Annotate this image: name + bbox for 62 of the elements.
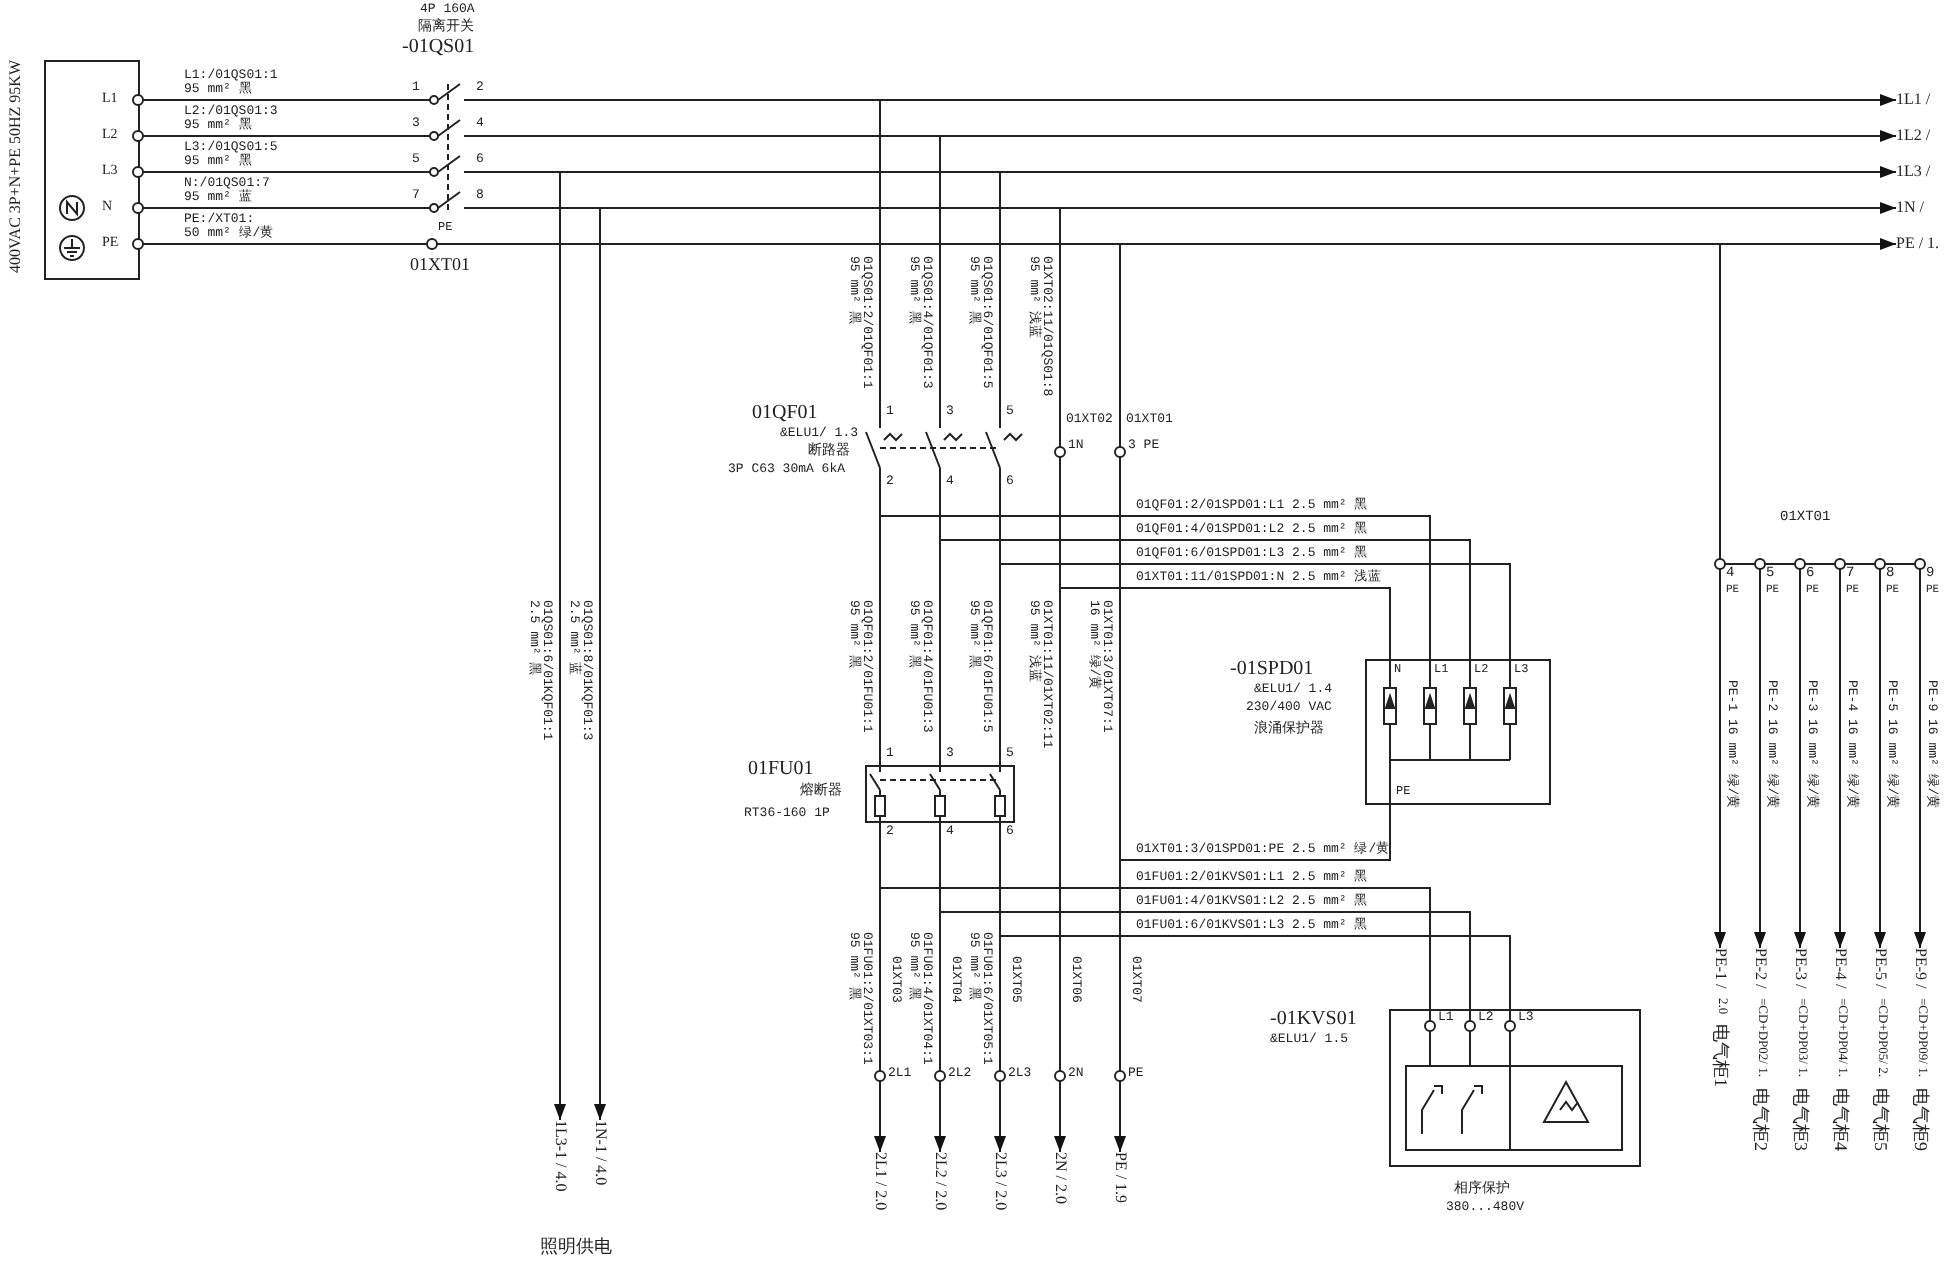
wire: [939, 495, 1471, 661]
arrow: [934, 1091, 946, 1153]
arrow: [499, 207, 606, 1121]
arrow: [1794, 599, 1806, 949]
arrow: [499, 171, 566, 1121]
wire: [139, 243, 411, 245]
arrow: [1714, 599, 1726, 949]
device-tag: 01QF01: [752, 404, 818, 424]
output-reference: 电气柜2: [1751, 1087, 1769, 1151]
output-reference: PE-4 /: [1832, 948, 1848, 989]
output-reference: 1N-1 / 4.0: [592, 1120, 608, 1186]
arrow: [874, 1091, 886, 1153]
output-reference: PE-3 /: [1792, 948, 1808, 989]
arrow: [1834, 599, 1846, 949]
wire: [139, 207, 393, 209]
output-reference: PE-2 /: [1752, 948, 1768, 989]
output-reference: 2L1 / 2.0: [872, 1152, 888, 1211]
output-reference: 2N / 2.0: [1052, 1152, 1068, 1204]
output-reference: PE-5 /: [1872, 948, 1888, 989]
output-reference: 1L1 /: [1896, 92, 1931, 108]
wire: [879, 839, 1431, 1011]
output-reference: PE / 1.9: [1112, 1152, 1128, 1204]
output-reference: 2L2 / 2.0: [932, 1152, 948, 1211]
wire: [499, 99, 881, 405]
circuit-caption: 照明供电: [540, 1240, 612, 1258]
wire: [939, 839, 1471, 1011]
output-reference: PE-9 /: [1912, 948, 1928, 989]
device-tag: 01FU01: [748, 760, 814, 780]
wire: [139, 171, 393, 173]
arrow: [1874, 599, 1886, 949]
device-tag: -01QS01: [402, 38, 475, 58]
output-reference: 1L3-1 / 4.0: [552, 1120, 568, 1192]
wire: [879, 495, 1431, 661]
wire: [1059, 463, 1061, 953]
output-reference: PE-1 /: [1712, 948, 1728, 989]
device-tag: -01KVS01: [1270, 1010, 1357, 1030]
arrow: [1054, 1091, 1066, 1153]
device-tag: -01SPD01: [1230, 660, 1314, 680]
wire: [139, 135, 393, 137]
wire: [999, 839, 1511, 1011]
output-reference: 电气柜4: [1831, 1087, 1849, 1151]
rating-label: 400VAC 3P+N+PE 50HZ 95KW: [8, 60, 24, 273]
output-reference: 1N /: [1896, 200, 1924, 216]
wire: [1119, 463, 1121, 953]
output-reference: 1L3 /: [1896, 164, 1931, 180]
wire: [999, 495, 1511, 661]
device-tag: 01XT01: [410, 256, 470, 274]
output-reference: 电气柜9: [1911, 1087, 1929, 1151]
wire: [499, 135, 941, 405]
arrow: [1114, 1091, 1126, 1153]
arrow: [1754, 599, 1766, 949]
arrow: [994, 1091, 1006, 1153]
output-reference: 1L2 /: [1896, 128, 1931, 144]
wire: [139, 99, 393, 101]
output-reference: 电气柜1: [1711, 1024, 1729, 1088]
output-reference: 电气柜3: [1791, 1087, 1809, 1151]
output-reference: PE / 1.: [1896, 236, 1940, 252]
output-reference: 2L3 / 2.0: [992, 1152, 1008, 1211]
wire: [489, 243, 1721, 513]
power-source-box: [44, 60, 140, 280]
output-reference: 电气柜5: [1871, 1087, 1889, 1151]
arrow: [1914, 599, 1926, 949]
